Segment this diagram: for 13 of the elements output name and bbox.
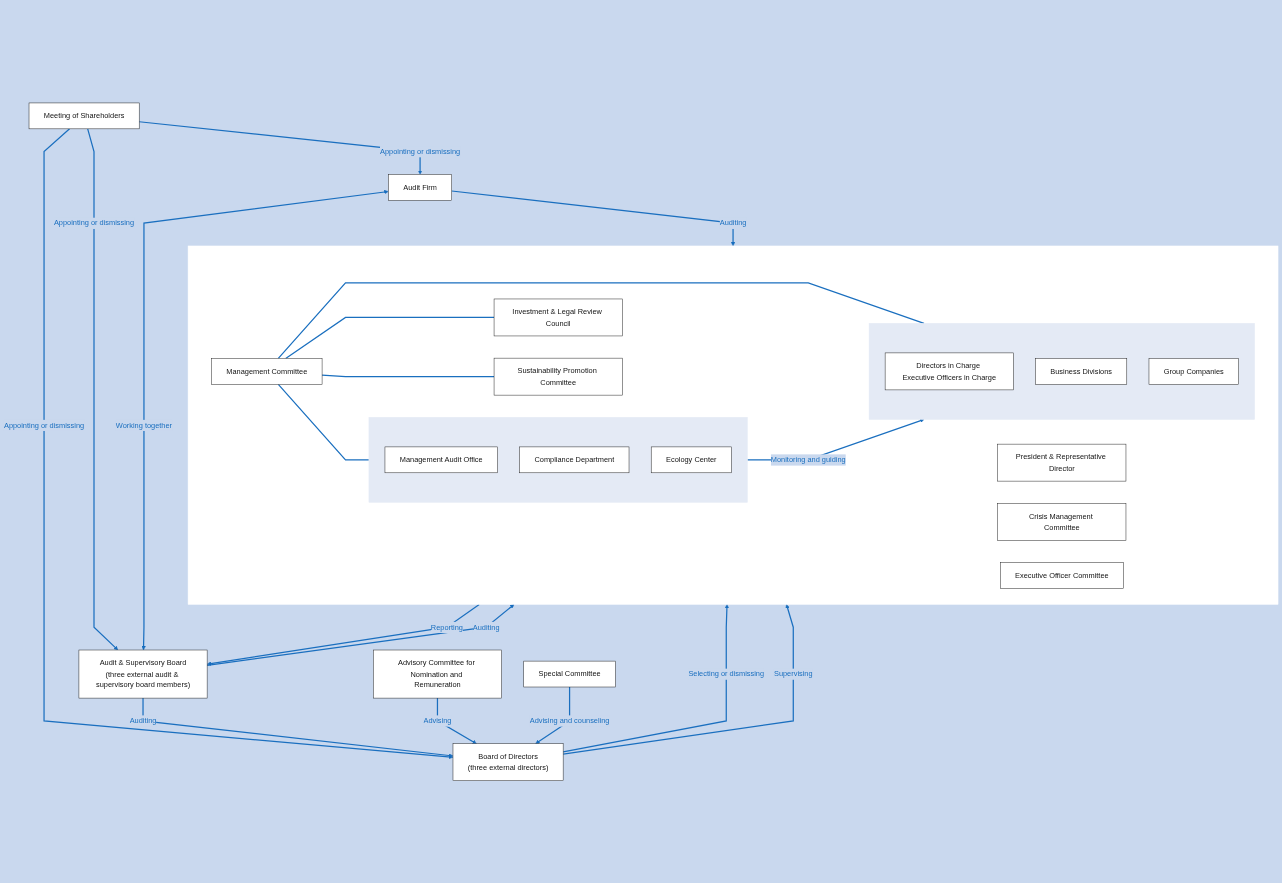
connector bbox=[321, 374, 495, 377]
cluster bbox=[868, 322, 1255, 420]
cluster bbox=[368, 416, 748, 503]
arrow bbox=[87, 127, 119, 650]
arrow bbox=[451, 190, 736, 246]
arrow bbox=[43, 127, 454, 759]
arrow bbox=[562, 603, 730, 753]
connector bbox=[285, 316, 495, 359]
cluster bbox=[187, 245, 1279, 605]
arrow bbox=[142, 697, 454, 758]
arrow bbox=[562, 603, 794, 755]
arrow bbox=[141, 189, 389, 650]
connector bbox=[277, 383, 370, 461]
